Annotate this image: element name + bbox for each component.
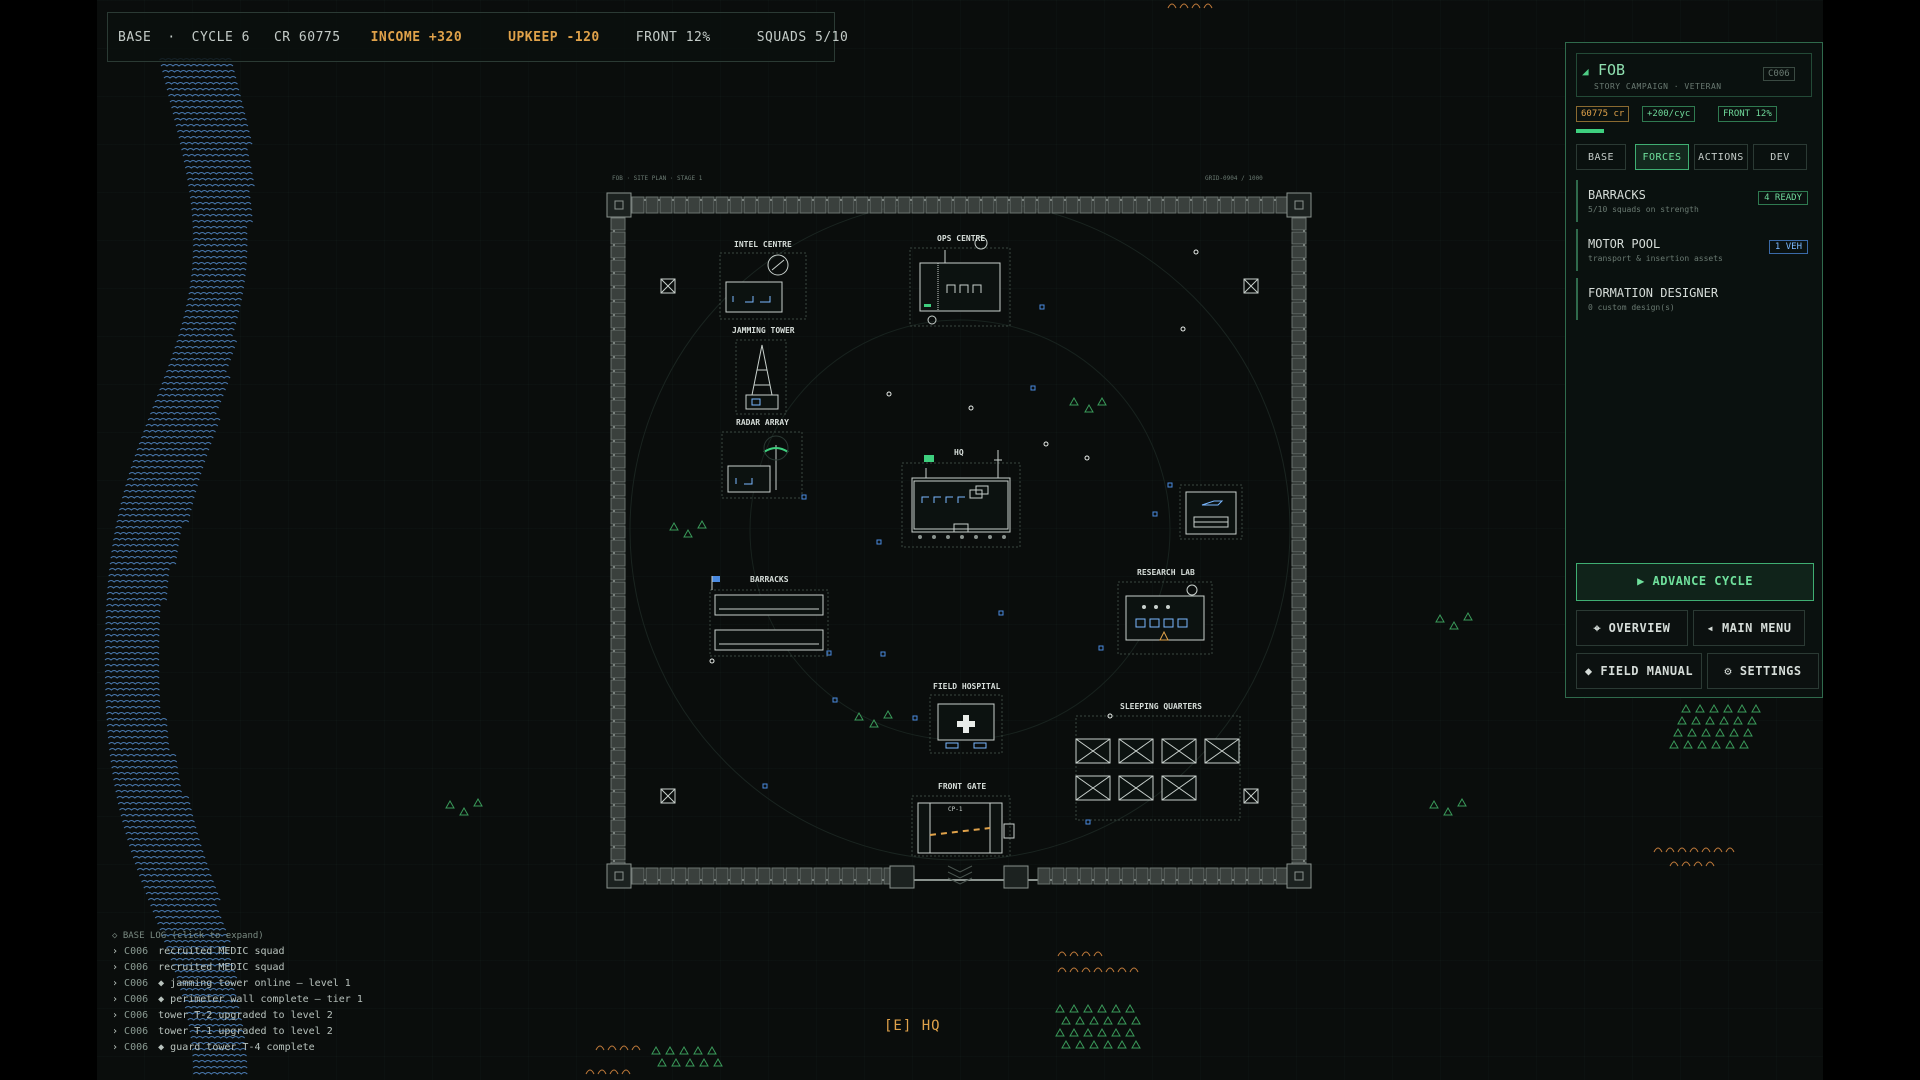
letterbox-left: [0, 0, 97, 1080]
jamming-tower-building[interactable]: JAMMING TOWER: [732, 326, 795, 415]
patrol-units[interactable]: [762, 304, 1173, 825]
panel-title: FOB: [1598, 61, 1626, 79]
field-hospital-building[interactable]: FIELD HOSPITAL: [929, 682, 1003, 754]
field-manual-button[interactable]: ◆ FIELD MANUAL: [1576, 653, 1702, 689]
gate-post-left: [889, 865, 915, 889]
progress-bar: [1576, 129, 1604, 133]
intel-centre-label: INTEL CENTRE: [734, 240, 792, 249]
tab-base[interactable]: BASE: [1576, 144, 1626, 170]
interact-prompt: [E] HQ: [884, 1018, 941, 1034]
mode-label: BASE: [118, 29, 152, 45]
income-chip: +200/cyc: [1642, 106, 1696, 122]
item-desc: transport & insertion assets: [1588, 254, 1723, 263]
credits-readout: CR 60775: [273, 29, 341, 45]
log-entry: › C006◆ perimeter wall complete — tier 1: [112, 994, 363, 1005]
research-lab-label: RESEARCH LAB: [1137, 568, 1195, 577]
item-name: MOTOR POOL: [1588, 237, 1661, 251]
vehicle-depot-building[interactable]: [1179, 484, 1243, 540]
squads-readout: SQUADS 5/10: [756, 29, 849, 45]
ready-badge: 4 READY: [1758, 191, 1808, 205]
income-readout: INCOME +320: [370, 29, 463, 45]
ops-centre-label: OPS CENTRE: [937, 234, 985, 243]
corner-tower-se[interactable]: [1286, 863, 1312, 889]
sleeping-quarters-label: SLEEPING QUARTERS: [1120, 702, 1202, 711]
intel-centre-building[interactable]: INTEL CENTRE: [719, 240, 807, 320]
vehicle-badge: 1 VEH: [1768, 240, 1808, 254]
overview-button[interactable]: ⌖ OVERVIEW: [1576, 610, 1688, 646]
log-entry: › C006◆ jamming tower online — level 1: [112, 978, 351, 989]
separator-dot: ·: [167, 29, 176, 45]
site-plan-caption: FOB · SITE PLAN · STAGE 1: [612, 175, 703, 182]
front-gate-code: CP-1: [948, 806, 963, 813]
item-name: FORMATION DESIGNER: [1588, 286, 1719, 300]
sleeping-quarters-building[interactable]: SLEEPING QUARTERS: [1075, 702, 1241, 821]
cycle-counter: CYCLE 6: [191, 29, 250, 45]
radar-array-building[interactable]: RADAR ARRAY: [721, 418, 803, 499]
list-item-formation-designer[interactable]: FORMATION DESIGNER 0 custom design(s): [1576, 278, 1814, 320]
hq-label: HQ: [954, 448, 964, 457]
guard-tower-t4[interactable]: [1243, 788, 1259, 804]
front-gate-building[interactable]: FRONT GATE CP-1: [911, 782, 1015, 885]
item-desc: 0 custom design(s): [1588, 303, 1675, 312]
field-hospital-label: FIELD HOSPITAL: [933, 682, 1001, 691]
river-terrain: [104, 58, 255, 1075]
fob-triangle-icon: ◢: [1582, 65, 1589, 78]
tab-dev[interactable]: DEV: [1753, 144, 1807, 170]
list-item-motor-pool[interactable]: MOTOR POOL transport & insertion assets …: [1576, 229, 1814, 271]
guard-tower-t3[interactable]: [660, 788, 676, 804]
main-menu-button[interactable]: ◂ MAIN MENU: [1693, 610, 1805, 646]
guard-tower-t1[interactable]: [660, 278, 676, 294]
settings-button[interactable]: ⚙ SETTINGS: [1707, 653, 1819, 689]
perimeter-wall[interactable]: [610, 196, 1307, 885]
advance-cycle-button[interactable]: ▶ ADVANCE CYCLE: [1576, 563, 1814, 601]
tab-actions[interactable]: ACTIONS: [1694, 144, 1748, 170]
waypoint-markers: [709, 249, 1199, 719]
item-desc: 5/10 squads on strength: [1588, 205, 1699, 214]
vegetation-terrain: [445, 3, 1761, 1075]
barracks-label: BARRACKS: [750, 575, 789, 584]
front-chip: FRONT 12%: [1718, 106, 1777, 122]
item-name: BARRACKS: [1588, 188, 1646, 202]
credits-chip: 60775 cr: [1576, 106, 1630, 122]
guard-tower-t2[interactable]: [1243, 278, 1259, 294]
front-gate-label: FRONT GATE: [938, 782, 986, 791]
panel-subtitle: STORY CAMPAIGN · VETERAN: [1594, 82, 1722, 91]
base-log-header[interactable]: ◇ BASE LOG (click to expand): [112, 931, 264, 941]
status-bar: BASE · CYCLE 6 CR 60775 INCOME +320 UPKE…: [107, 12, 848, 62]
corner-tower-sw[interactable]: [606, 863, 632, 889]
ops-centre-building[interactable]: OPS CENTRE: [909, 234, 1011, 327]
gate-post-right: [1003, 865, 1029, 889]
barracks-building[interactable]: BARRACKS: [709, 575, 829, 657]
site-plan-ref: GRID-0904 / 1000: [1205, 175, 1263, 182]
command-panel: ◢ FOB STORY CAMPAIGN · VETERAN C006 6077…: [1565, 42, 1823, 698]
corner-tower-nw[interactable]: [606, 192, 632, 218]
front-readout: FRONT 12%: [635, 29, 711, 45]
tab-forces[interactable]: FORCES: [1635, 144, 1689, 170]
list-item-barracks[interactable]: BARRACKS 5/10 squads on strength 4 READY: [1576, 180, 1814, 222]
log-entry: › C006◆ guard tower T-4 complete: [112, 1042, 315, 1053]
letterbox-right: [1823, 0, 1920, 1080]
jamming-tower-label: JAMMING TOWER: [732, 326, 795, 335]
research-lab-building[interactable]: RESEARCH LAB: [1117, 568, 1213, 655]
radar-array-label: RADAR ARRAY: [736, 418, 789, 427]
upkeep-readout: UPKEEP -120: [508, 29, 600, 45]
corner-tower-ne[interactable]: [1286, 192, 1312, 218]
cycle-tag: C006: [1763, 67, 1795, 81]
hq-building[interactable]: HQ: [901, 448, 1021, 548]
panel-header: [1576, 53, 1812, 97]
